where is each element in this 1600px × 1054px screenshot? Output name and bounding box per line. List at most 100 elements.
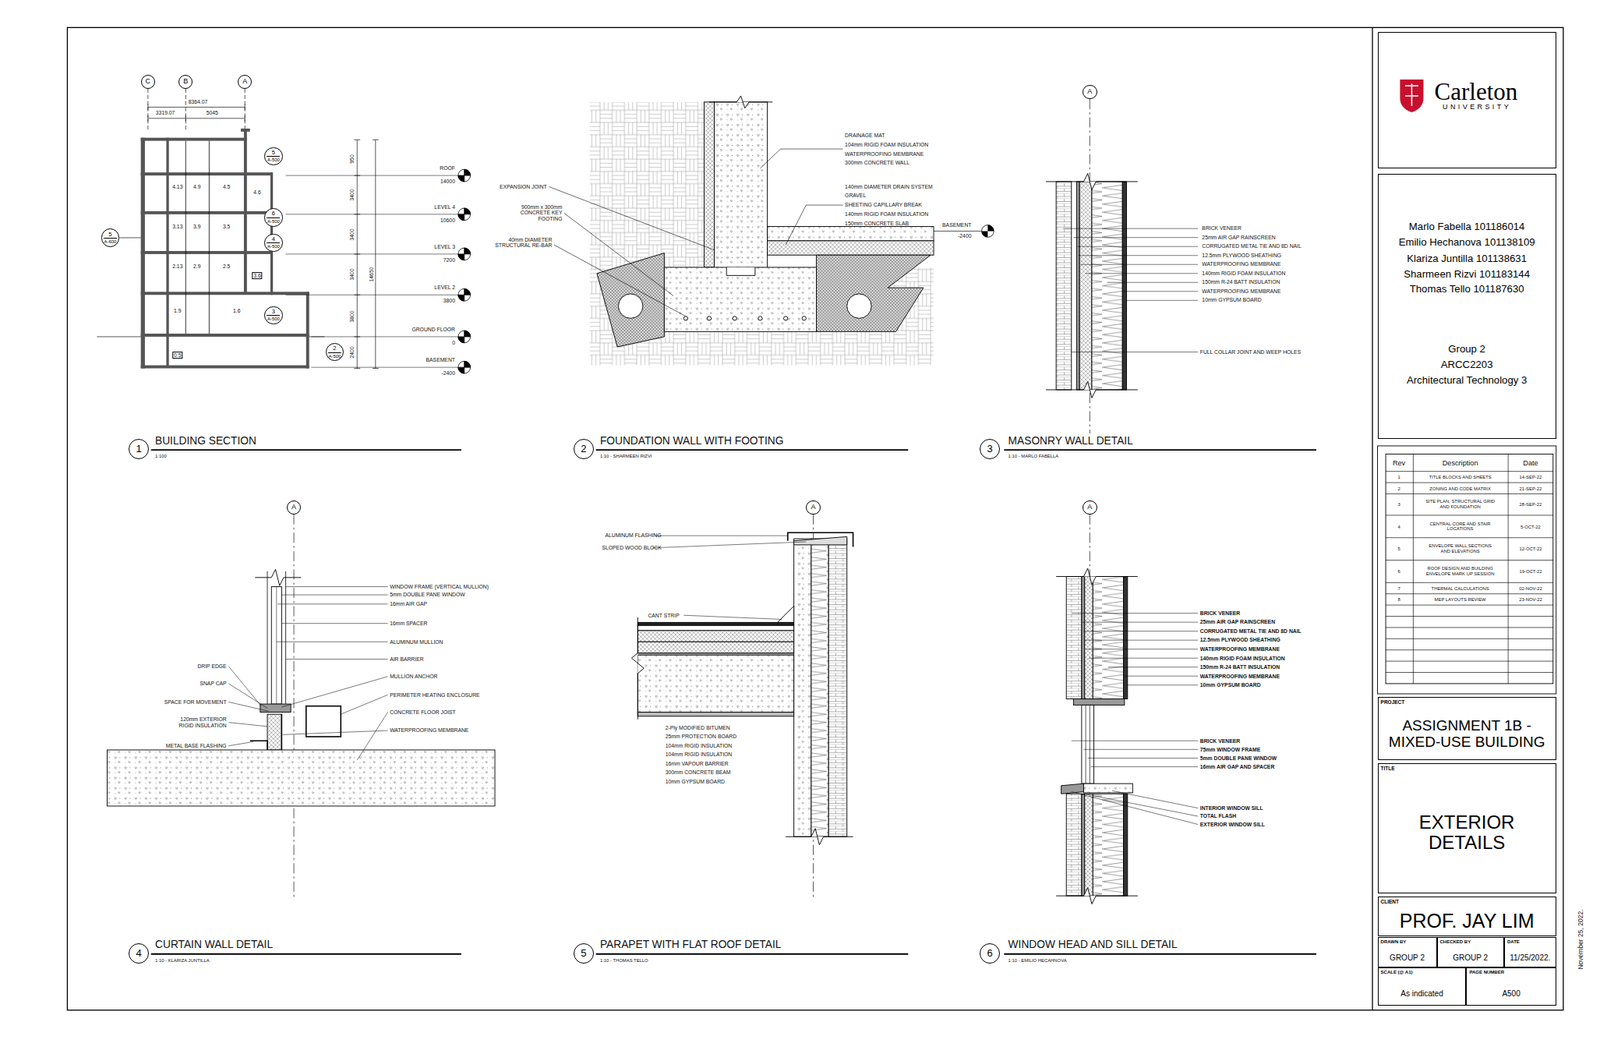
annotation-label: 8364.07 — [188, 98, 209, 106]
annotation-label: 25mm AIR GAP RAINSCREEN — [1200, 618, 1276, 626]
field-body: ASSIGNMENT 1B - MIXED-USE BUILDING — [1378, 706, 1556, 760]
annotation-label: ALUMINUM FLASHING — [604, 532, 661, 539]
annotation-label: -2400 — [441, 370, 456, 377]
detail-number: 1 — [128, 438, 149, 460]
course-info: Architectural Technology 3 — [1378, 373, 1556, 385]
annotation-label: FULL COLLAR JOINT AND WEEP HOLES — [1200, 349, 1301, 356]
annotation-label: 3800 — [349, 309, 356, 323]
title-block-cell: DATE11/25/2022. — [1504, 936, 1557, 968]
annotation-label: 1:10 - EMILIO HECAHNOVA — [1008, 957, 1067, 964]
annotation-label: 7200 — [443, 257, 456, 264]
annotation-label: 3800 — [443, 297, 456, 304]
callout-number: A — [1087, 88, 1092, 96]
annotation-label: DRAINAGE MAT — [844, 132, 885, 139]
detail-title: FOUNDATION WALL WITH FOOTING — [600, 434, 785, 448]
annotation-label: BASEMENT — [942, 222, 972, 229]
annotation-label: 150mm R-24 BATT INSULATION — [1200, 664, 1280, 671]
logo-subtitle: UNIVERSITY — [1442, 102, 1512, 111]
annotation-label: 5mm DOUBLE PANE WINDOW — [1200, 755, 1277, 762]
annotation-label: -2400 — [957, 233, 972, 240]
annotation-label: 0 — [452, 339, 456, 347]
annotation-label: 3400 — [349, 188, 356, 202]
callout-number: A — [811, 503, 816, 512]
field-heading: CLIENT — [1381, 898, 1399, 905]
field-value: GROUP 2 — [1389, 953, 1425, 962]
annotation-label: 3.9 — [193, 223, 201, 230]
annotation-label: 1:10 - KLARIZA JUNTILLA — [155, 957, 210, 964]
callout-number: 4 — [271, 236, 276, 243]
annotation-label: WINDOW FRAME (VERTICAL MULLION) — [389, 583, 489, 590]
field-heading: SCALE (@ A1) — [1381, 969, 1413, 975]
annotation-label: SLOPED WOOD BLOCK — [601, 544, 661, 551]
grid-bubble: A — [1082, 84, 1097, 99]
annotation-label: 140mm RIGID FOAM INSULATION — [844, 211, 929, 218]
field-heading: DATE — [1507, 939, 1520, 944]
detail-title: WINDOW HEAD AND SILL DETAIL — [1008, 939, 1178, 952]
annotation-label: 5045 — [206, 109, 219, 117]
annotation-label: TITLE BLOCKS AND SHEETS — [1424, 474, 1497, 481]
annotation-label: 1:100 — [155, 453, 167, 460]
annotation-label: Date — [1522, 458, 1538, 467]
annotation-label: 2-Ply MODIFIED BITUMEN — [665, 724, 731, 732]
logo-wordmark: Carleton — [1434, 77, 1519, 106]
annotation-label: 3.6 — [251, 271, 262, 280]
title-block-cell: PAGE NUMBERA500 — [1465, 967, 1556, 1005]
annotation-label: 4 — [1397, 523, 1400, 530]
callout-number: 4 — [135, 947, 142, 959]
annotation-label: EXPANSION JOINT — [499, 183, 548, 191]
section-callout: 4A-500 — [264, 233, 283, 253]
annotation-label: 12.5mm PLYWOOD SHEATHING — [1201, 252, 1282, 259]
annotation-label: LEVEL 2 — [434, 284, 456, 291]
annotation-label: 150mm CONCRETE SLAB — [844, 220, 909, 227]
annotation-label: AIR BARRIER — [389, 656, 424, 663]
annotation-label: 300mm CONCRETE WALL — [844, 160, 910, 167]
detail-number: 2 — [573, 438, 594, 460]
section-callout: 5A-600 — [101, 228, 121, 248]
annotation-label: 7 — [1397, 585, 1400, 591]
annotation-label: 5mm DOUBLE PANE WINDOW — [389, 591, 466, 598]
annotation-label: GRAVEL — [844, 192, 866, 199]
annotation-label: ROOF DESIGN AND BUILDING ENVELOPE MARK U… — [1424, 565, 1497, 577]
annotation-label: SITE PLAN, STRUCTURAL GRID AND FOUNDATIO… — [1424, 499, 1497, 511]
annotation-label: 3319.07 — [155, 109, 176, 117]
callout-number: 5 — [580, 947, 587, 959]
annotation-label: BRICK VENEER — [1201, 225, 1242, 232]
annotation-label: LEVEL 3 — [434, 243, 456, 251]
detail-title: CURTAIN WALL DETAIL — [155, 939, 273, 952]
section-callout: 6A-500 — [264, 208, 283, 227]
team-member: Sharmeen Rizvi 101183144 — [1378, 267, 1556, 280]
annotation-label: 2 — [1397, 485, 1400, 491]
annotation-label: 16mm VAPOUR BARRIER — [665, 760, 729, 767]
annotation-label: 28-SEP-22 — [1519, 501, 1543, 508]
callout-number: 5 — [271, 149, 276, 156]
annotation-label: ALUMINUM MULLION — [389, 639, 443, 646]
annotation-label: 0.5 — [172, 351, 183, 360]
annotation-label: 10mm GYPSUM BOARD — [1200, 681, 1261, 689]
annotation-label: 02-NOV-22 — [1518, 585, 1542, 591]
annotation-label: 23-NOV-22 — [1518, 596, 1542, 603]
annotation-label: 2400 — [349, 345, 356, 359]
field-body: As indicated — [1378, 982, 1466, 1005]
team-member: Klariza Juntilla 101138631 — [1378, 251, 1556, 264]
field-value: As indicated — [1400, 988, 1443, 998]
annotation-label: 8 — [1397, 596, 1400, 603]
annotation-label: PERIMETER HEATING ENCLOSURE — [389, 692, 480, 699]
annotation-label: 10mm GYPSUM BOARD — [665, 778, 725, 785]
callout-number: 5 — [108, 231, 112, 238]
field-value: GROUP 2 — [1452, 953, 1488, 962]
annotation-label: 950 — [349, 154, 356, 165]
annotation-label: Rev — [1392, 458, 1406, 467]
course-info: ARCC2203 — [1378, 358, 1556, 371]
annotation-label: 10mm GYPSUM BOARD — [1201, 297, 1261, 304]
detail-number: 4 — [128, 943, 149, 964]
field-value: ASSIGNMENT 1B - MIXED-USE BUILDING — [1378, 716, 1556, 751]
annotation-label: 12-OCT-22 — [1518, 546, 1542, 552]
team-member: Emilio Hechanova 101138109 — [1378, 235, 1556, 248]
annotation-label: 3400 — [349, 228, 356, 242]
callout-number: 6 — [271, 210, 276, 217]
title-block-panel: TITLEEXTERIOR DETAILS — [1377, 762, 1557, 893]
callout-number: 6 — [986, 947, 993, 959]
annotation-label: CONCRETE FLOOR JOIST — [389, 709, 456, 716]
